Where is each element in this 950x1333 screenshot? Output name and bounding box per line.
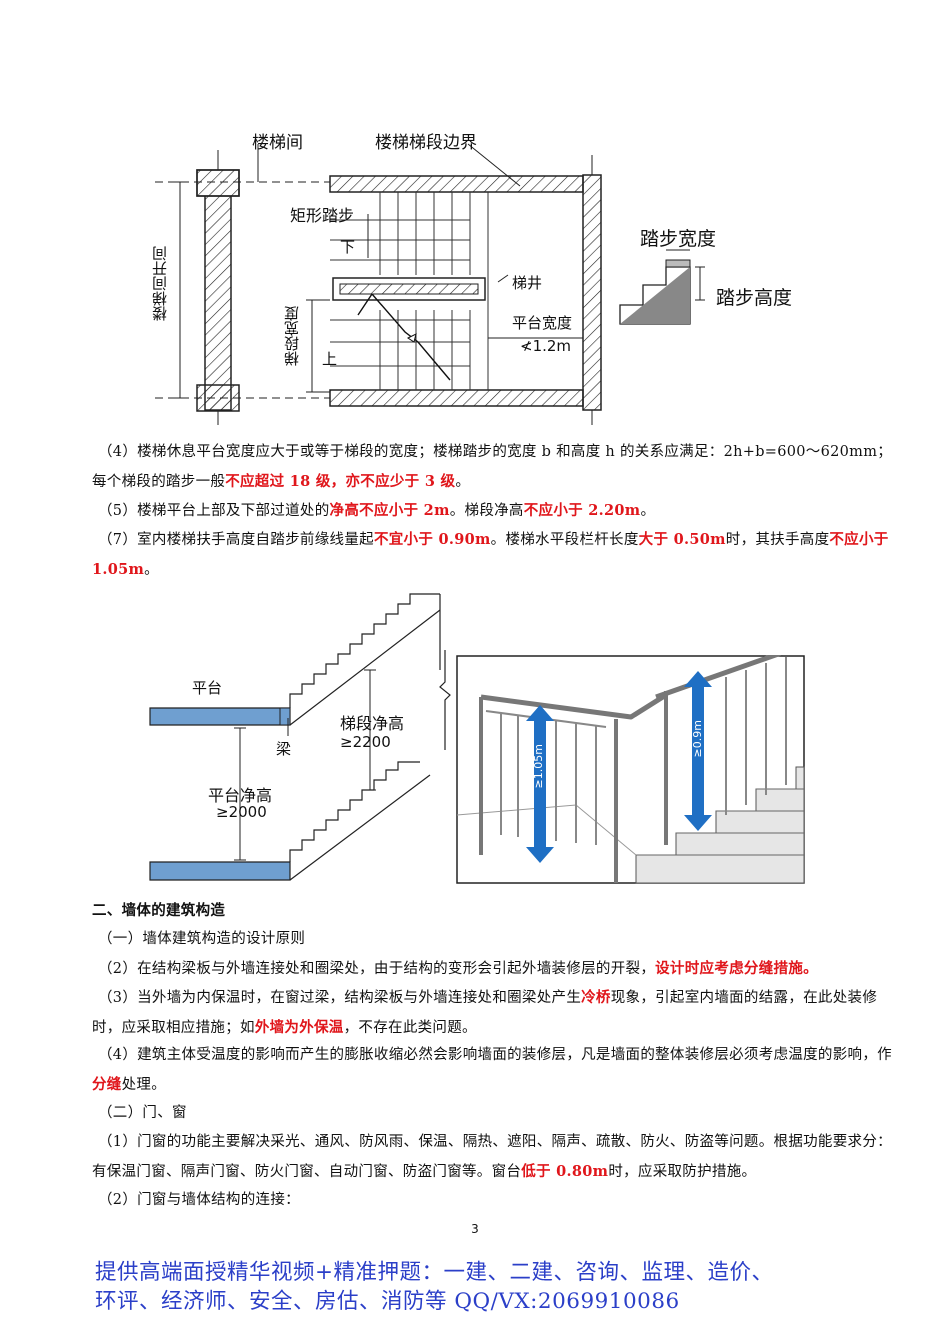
label-105: ≥1.05m xyxy=(532,744,545,789)
highlight: 外墙为外保温 xyxy=(254,1019,344,1036)
label-stairwell: 楼梯间 xyxy=(252,133,303,153)
label-boundary: 楼梯梯段边界 xyxy=(375,133,477,153)
handrail-figure xyxy=(456,655,805,884)
label-beam: 梁 xyxy=(276,740,292,758)
paragraph-clear-height: （5）楼梯平台上部及下部过道处的净高不应小于 2m。梯段净高不应小于 2.20m… xyxy=(92,496,898,526)
highlight: 不宜小于 0.90m xyxy=(373,531,491,548)
highlight: 分缝 xyxy=(92,1076,122,1093)
label-09: ≥0.9m xyxy=(691,720,704,758)
label-platform-clear: 平台净高 xyxy=(208,786,273,805)
text: 。 xyxy=(455,474,471,490)
text: 。梯段净高 xyxy=(449,503,524,519)
left-wall xyxy=(204,174,232,411)
paragraph-temperature: （4）建筑主体受温度的影响而产生的膨胀收缩必然会影响墙面的装修层，凡是墙面的整体… xyxy=(92,1041,898,1100)
label-flight-clear: 梯段净高 xyxy=(340,714,405,733)
footer-ad-line2: 环评、经济师、安全、房估、消防等 QQ/VX:2069910086 xyxy=(95,1289,680,1314)
label-up: 上 xyxy=(322,350,338,368)
paragraph-handrail: （7）室内楼梯扶手高度自踏步前缘线量起不宜小于 0.90m。楼梯水平段栏杆长度大… xyxy=(92,525,898,585)
handrail-sloped xyxy=(655,655,784,700)
highlight: 不应小于 2.20m xyxy=(523,502,641,519)
highlight: 设计时应考虑分缝措施。 xyxy=(655,960,818,977)
text: （2）在结构梁板与外墙连接处和圈梁处，由于结构的变形会引起外墙装修层的开裂， xyxy=(98,961,656,977)
label-tread: 踏步宽度 xyxy=(640,228,717,250)
subheading-doors-windows: （二）门、窗 xyxy=(98,1105,187,1121)
text: 现象，引起室内墙面的结露，在此处装修时，应采取相应措施；如 xyxy=(92,990,878,1036)
stair-section-figure xyxy=(149,593,451,881)
lower-platform xyxy=(149,861,291,881)
text: （1）门窗的功能主要解决采光、通风、防风雨、保温、隔热、遮阳、隔声、疏散、防火、… xyxy=(92,1134,892,1180)
paragraph-joint: （2）在结构梁板与外墙连接处和圈梁处，由于结构的变形会引起外墙装修层的开裂，设计… xyxy=(92,954,898,984)
label-bay: 楼梯间开间 xyxy=(151,246,169,321)
highlight: 不应小于 1.05m xyxy=(92,531,889,578)
subheading-principles: （一）墙体建筑构造的设计原则 xyxy=(98,931,306,947)
text: 处理。 xyxy=(121,1077,167,1093)
highlight: 大于 0.50m xyxy=(638,531,726,548)
text: 时，应采取防护措施。 xyxy=(608,1164,757,1180)
arrow-105 xyxy=(526,705,554,863)
section-heading: 二、墙体的建筑构造 xyxy=(92,902,226,919)
paragraph-landing-width: （4）楼梯休息平台宽度应大于或等于梯段的宽度；楼梯踏步的宽度 b 和高度 h 的… xyxy=(92,438,898,497)
highlight: 冷桥 xyxy=(581,989,611,1006)
text: （7）室内楼梯扶手高度自踏步前缘线量起 xyxy=(98,532,374,548)
paragraph-cold-bridge: （3）当外墙为内保温时，在窗过梁，结构梁板与外墙连接处和圈梁处产生冷桥现象，引起… xyxy=(92,983,898,1043)
text: （5）楼梯平台上部及下部过道处的 xyxy=(98,503,330,519)
label-platform-clear-val: ≥2000 xyxy=(216,803,267,821)
text: 时，其扶手高度 xyxy=(725,532,830,548)
label-min-width: ≮1.2m xyxy=(520,337,572,355)
text: （4）楼梯休息平台宽度应大于或等于梯段的宽度；楼梯踏步的宽度 b 和高度 h 的… xyxy=(92,444,893,490)
label-riser: 踏步高度 xyxy=(716,287,793,309)
paragraph-door-function: （1）门窗的功能主要解决采光、通风、防风雨、保温、隔热、遮阳、隔声、疏散、防火、… xyxy=(92,1128,898,1187)
top-wall xyxy=(329,175,584,193)
text: 。 xyxy=(144,562,159,578)
label-rect-step: 矩形踏步 xyxy=(290,206,355,225)
text: 。 xyxy=(640,503,656,519)
highlight: 净高不应小于 2m xyxy=(329,502,450,519)
page-number: 3 xyxy=(471,1222,479,1236)
text: （4）建筑主体受温度的影响而产生的膨胀收缩必然会影响墙面的装修层，凡是墙面的整体… xyxy=(98,1047,892,1063)
label-well: 梯井 xyxy=(512,274,543,292)
label-platform: 平台 xyxy=(192,679,223,697)
label-flight-width: 梯段宽度 xyxy=(283,306,301,366)
label-flight-clear-val: ≥2200 xyxy=(340,733,391,751)
upper-platform xyxy=(149,707,291,726)
highlight: 不应超过 18 级，亦不应少于 3 级 xyxy=(225,473,456,490)
handrail-horizontal xyxy=(480,692,668,720)
label-platform-width: 平台宽度 xyxy=(512,314,573,332)
footer-ad-line1: 提供高端面授精华视频+精准押题：一建、二建、咨询、监理、造价、 xyxy=(95,1260,774,1285)
arrow-09 xyxy=(684,671,712,831)
stair-plan-figure xyxy=(155,143,705,425)
text: （3）当外墙为内保温时，在窗过梁，结构梁板与外墙连接处和圈梁处产生 xyxy=(98,990,582,1006)
text: 。楼梯水平段栏杆长度 xyxy=(490,532,639,548)
paragraph-door-connection: （2）门窗与墙体结构的连接： xyxy=(98,1192,300,1208)
highlight: 低于 0.80m xyxy=(521,1163,609,1180)
bottom-wall xyxy=(329,389,584,407)
right-wall xyxy=(582,174,602,411)
text: ，不存在此类问题。 xyxy=(343,1020,477,1036)
label-down: 下 xyxy=(340,238,356,256)
